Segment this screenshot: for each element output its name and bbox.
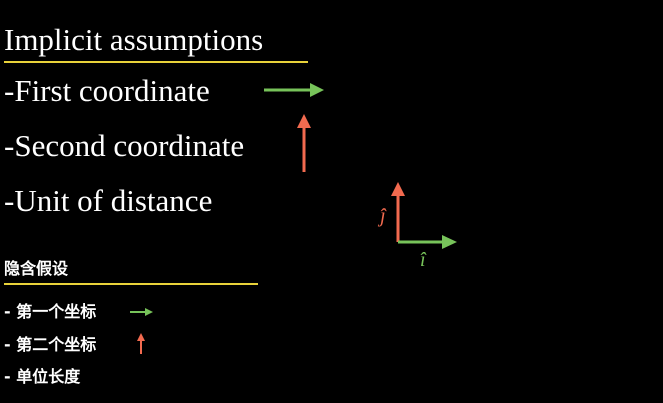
second-coordinate-arrow-icon xyxy=(297,114,311,172)
english-item-unit-distance: -Unit of distance xyxy=(4,183,213,218)
j-hat-vector xyxy=(391,182,405,242)
chinese-title: 隐含假设 xyxy=(4,259,69,278)
j-hat-label: ĵ xyxy=(377,205,387,227)
english-title-underline xyxy=(4,61,308,63)
english-title: Implicit assumptions xyxy=(4,22,264,57)
english-item-second-coordinate: -Second coordinate xyxy=(4,128,245,163)
chinese-second-coordinate-arrow-icon xyxy=(137,333,145,354)
i-hat-vector xyxy=(398,235,457,249)
chinese-item-first-coordinate: - 第一个坐标 xyxy=(4,302,97,321)
english-item-first-coordinate: -First coordinate xyxy=(4,73,210,108)
basis-vectors-diagram: ĵ î xyxy=(377,182,457,271)
chinese-first-coordinate-arrow-icon xyxy=(130,308,153,316)
chinese-title-underline xyxy=(4,283,258,285)
chinese-item-unit-length: - 单位长度 xyxy=(4,367,81,386)
i-hat-label: î xyxy=(420,249,427,271)
chinese-item-second-coordinate: - 第二个坐标 xyxy=(4,335,97,354)
first-coordinate-arrow-icon xyxy=(264,83,324,97)
